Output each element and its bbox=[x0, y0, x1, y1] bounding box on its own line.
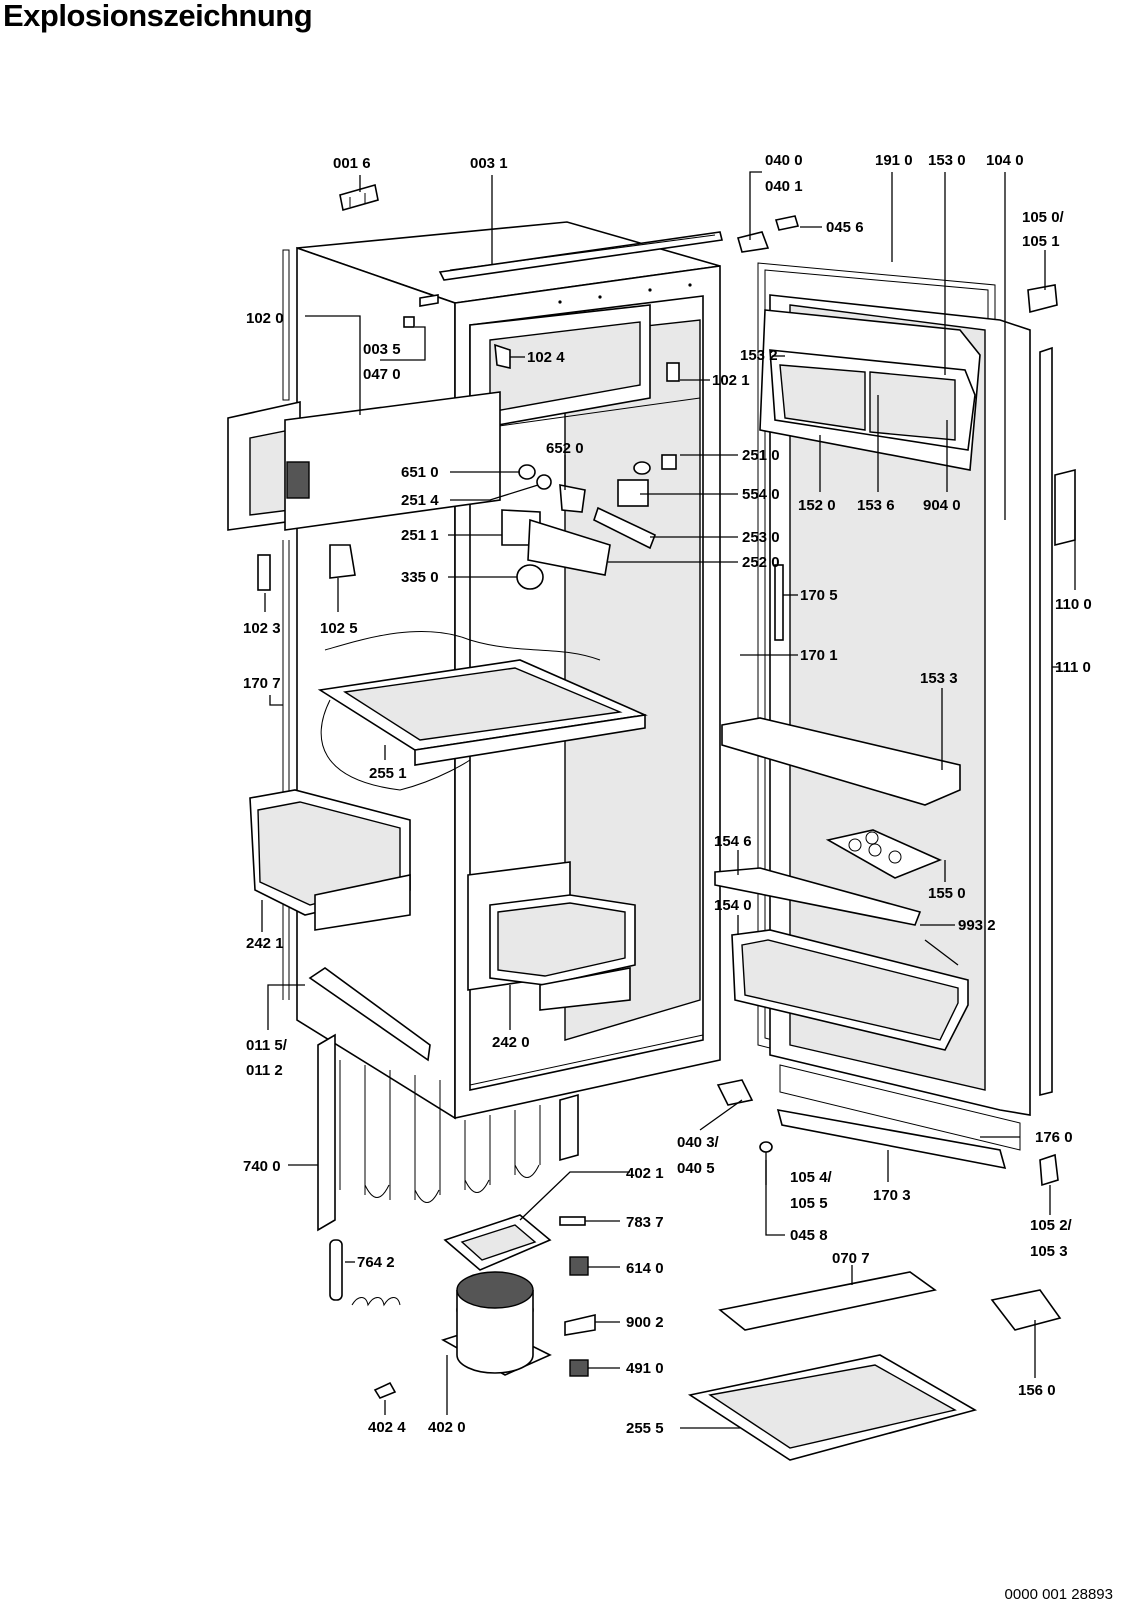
part-label: 102 1 bbox=[712, 372, 750, 389]
part-label: 040 3/040 5 bbox=[677, 1134, 720, 1177]
bracket-001-6 bbox=[339, 183, 379, 212]
part-label: 003 1 bbox=[470, 155, 508, 172]
part-label: 152 0 bbox=[798, 497, 836, 514]
part-label: 783 7 bbox=[626, 1214, 664, 1231]
part-label: 904 0 bbox=[923, 497, 961, 514]
part-label: 252 0 bbox=[742, 554, 780, 571]
part-label: 652 0 bbox=[546, 440, 584, 457]
part-label: 045 6 bbox=[826, 219, 864, 236]
part-label: 740 0 bbox=[243, 1158, 281, 1175]
part-label: 105 0/105 1 bbox=[1022, 209, 1065, 250]
part-label: 993 2 bbox=[958, 917, 996, 934]
part-label: 102 4 bbox=[527, 349, 565, 366]
part-label: 491 0 bbox=[626, 1360, 664, 1377]
crisper-drawer-left bbox=[249, 789, 411, 931]
hinge-040-3 bbox=[716, 1079, 754, 1106]
cover-panel-left bbox=[227, 391, 501, 531]
part-label: 170 3 bbox=[873, 1187, 911, 1204]
ice-tray-156-0 bbox=[990, 1289, 1062, 1331]
channel-070-7 bbox=[718, 1271, 937, 1331]
part-614-0 bbox=[569, 1256, 589, 1276]
part-label: 554 0 bbox=[742, 486, 780, 503]
part-900-2 bbox=[564, 1313, 596, 1336]
glass-shelf-bottom bbox=[687, 1354, 978, 1461]
kick-plate bbox=[779, 1064, 1021, 1151]
part-783-7 bbox=[559, 1216, 586, 1226]
document-number: 0000 001 28893 bbox=[1004, 1586, 1113, 1603]
part-label: 153 0 bbox=[928, 152, 966, 169]
hinge-040-0 bbox=[737, 231, 770, 253]
part-label: 110 0 bbox=[1055, 596, 1092, 613]
compressor bbox=[441, 1271, 552, 1376]
part-label: 176 0 bbox=[1035, 1129, 1073, 1146]
hinge-102-3 bbox=[257, 554, 271, 591]
part-label: 153 2 bbox=[740, 347, 778, 364]
part-label: 255 1 bbox=[369, 765, 407, 782]
hinge-105-2 bbox=[1039, 1153, 1059, 1187]
part-label: 402 4 bbox=[368, 1419, 406, 1436]
drip-tray bbox=[443, 1214, 552, 1271]
part-label: 242 1 bbox=[246, 935, 284, 952]
hinge-105-0 bbox=[1027, 284, 1058, 314]
plug-003-5 bbox=[403, 316, 415, 328]
part-label: 402 1 bbox=[626, 1165, 664, 1182]
clip-003-5 bbox=[419, 294, 439, 307]
part-label: 153 6 bbox=[857, 497, 895, 514]
part-label: 614 0 bbox=[626, 1260, 664, 1277]
part-label: 153 3 bbox=[920, 670, 958, 687]
glass-shelf-lower bbox=[308, 967, 431, 1062]
part-label: 070 7 bbox=[832, 1250, 870, 1267]
part-label: 255 5 bbox=[626, 1420, 664, 1437]
part-label: 251 1 bbox=[401, 527, 439, 544]
pin-045-6 bbox=[774, 215, 800, 231]
part-label: 900 2 bbox=[626, 1314, 664, 1331]
part-label: 102 0 bbox=[246, 310, 284, 327]
part-label: 102 5 bbox=[320, 620, 358, 637]
part-label: 154 6 bbox=[714, 833, 752, 850]
clip-102-4 bbox=[494, 343, 511, 370]
part-491-0 bbox=[569, 1359, 589, 1377]
part-label: 105 2/105 3 bbox=[1030, 1217, 1073, 1260]
crisper-drawer-right bbox=[467, 861, 636, 1011]
glass-shelf-upper bbox=[317, 630, 648, 791]
part-label: 253 0 bbox=[742, 529, 780, 546]
part-label: 155 0 bbox=[928, 885, 966, 902]
cover-102-5 bbox=[329, 544, 356, 579]
clip-102-1 bbox=[666, 362, 680, 382]
part-label: 191 0 bbox=[875, 152, 913, 169]
capillary-tube bbox=[329, 1239, 401, 1307]
leader-lines bbox=[261, 171, 1076, 1429]
part-label: 251 4 bbox=[401, 492, 439, 509]
part-label: 104 0 bbox=[986, 152, 1024, 169]
part-label: 105 4/105 5 bbox=[790, 1169, 833, 1212]
part-label: 011 5/011 2 bbox=[246, 1037, 288, 1079]
part-label: 170 1 bbox=[800, 647, 838, 664]
part-label: 251 0 bbox=[742, 447, 780, 464]
page-title: Explosionszeichnung bbox=[3, 0, 313, 33]
part-label: 102 3 bbox=[243, 620, 281, 637]
part-label: 764 2 bbox=[357, 1254, 395, 1271]
part-label: 335 0 bbox=[401, 569, 439, 586]
part-label: 111 0 bbox=[1055, 659, 1091, 676]
door bbox=[714, 262, 1076, 1116]
part-label: 402 0 bbox=[428, 1419, 466, 1436]
condenser bbox=[317, 1033, 579, 1232]
part-label: 154 0 bbox=[714, 897, 752, 914]
top-rail bbox=[438, 231, 723, 281]
part-label: 170 7 bbox=[243, 675, 281, 692]
part-label: 242 0 bbox=[492, 1034, 530, 1051]
thermostat-assembly bbox=[501, 454, 677, 590]
part-label: 156 0 bbox=[1018, 1382, 1056, 1399]
pin-105-4 bbox=[759, 1141, 773, 1153]
part-label: 045 8 bbox=[790, 1227, 828, 1244]
part-label: 001 6 bbox=[333, 155, 371, 172]
part-label: 170 5 bbox=[800, 587, 838, 604]
cover-strip-170-3 bbox=[776, 1108, 1007, 1170]
part-label: 651 0 bbox=[401, 464, 439, 481]
part-402-4 bbox=[373, 1381, 397, 1399]
